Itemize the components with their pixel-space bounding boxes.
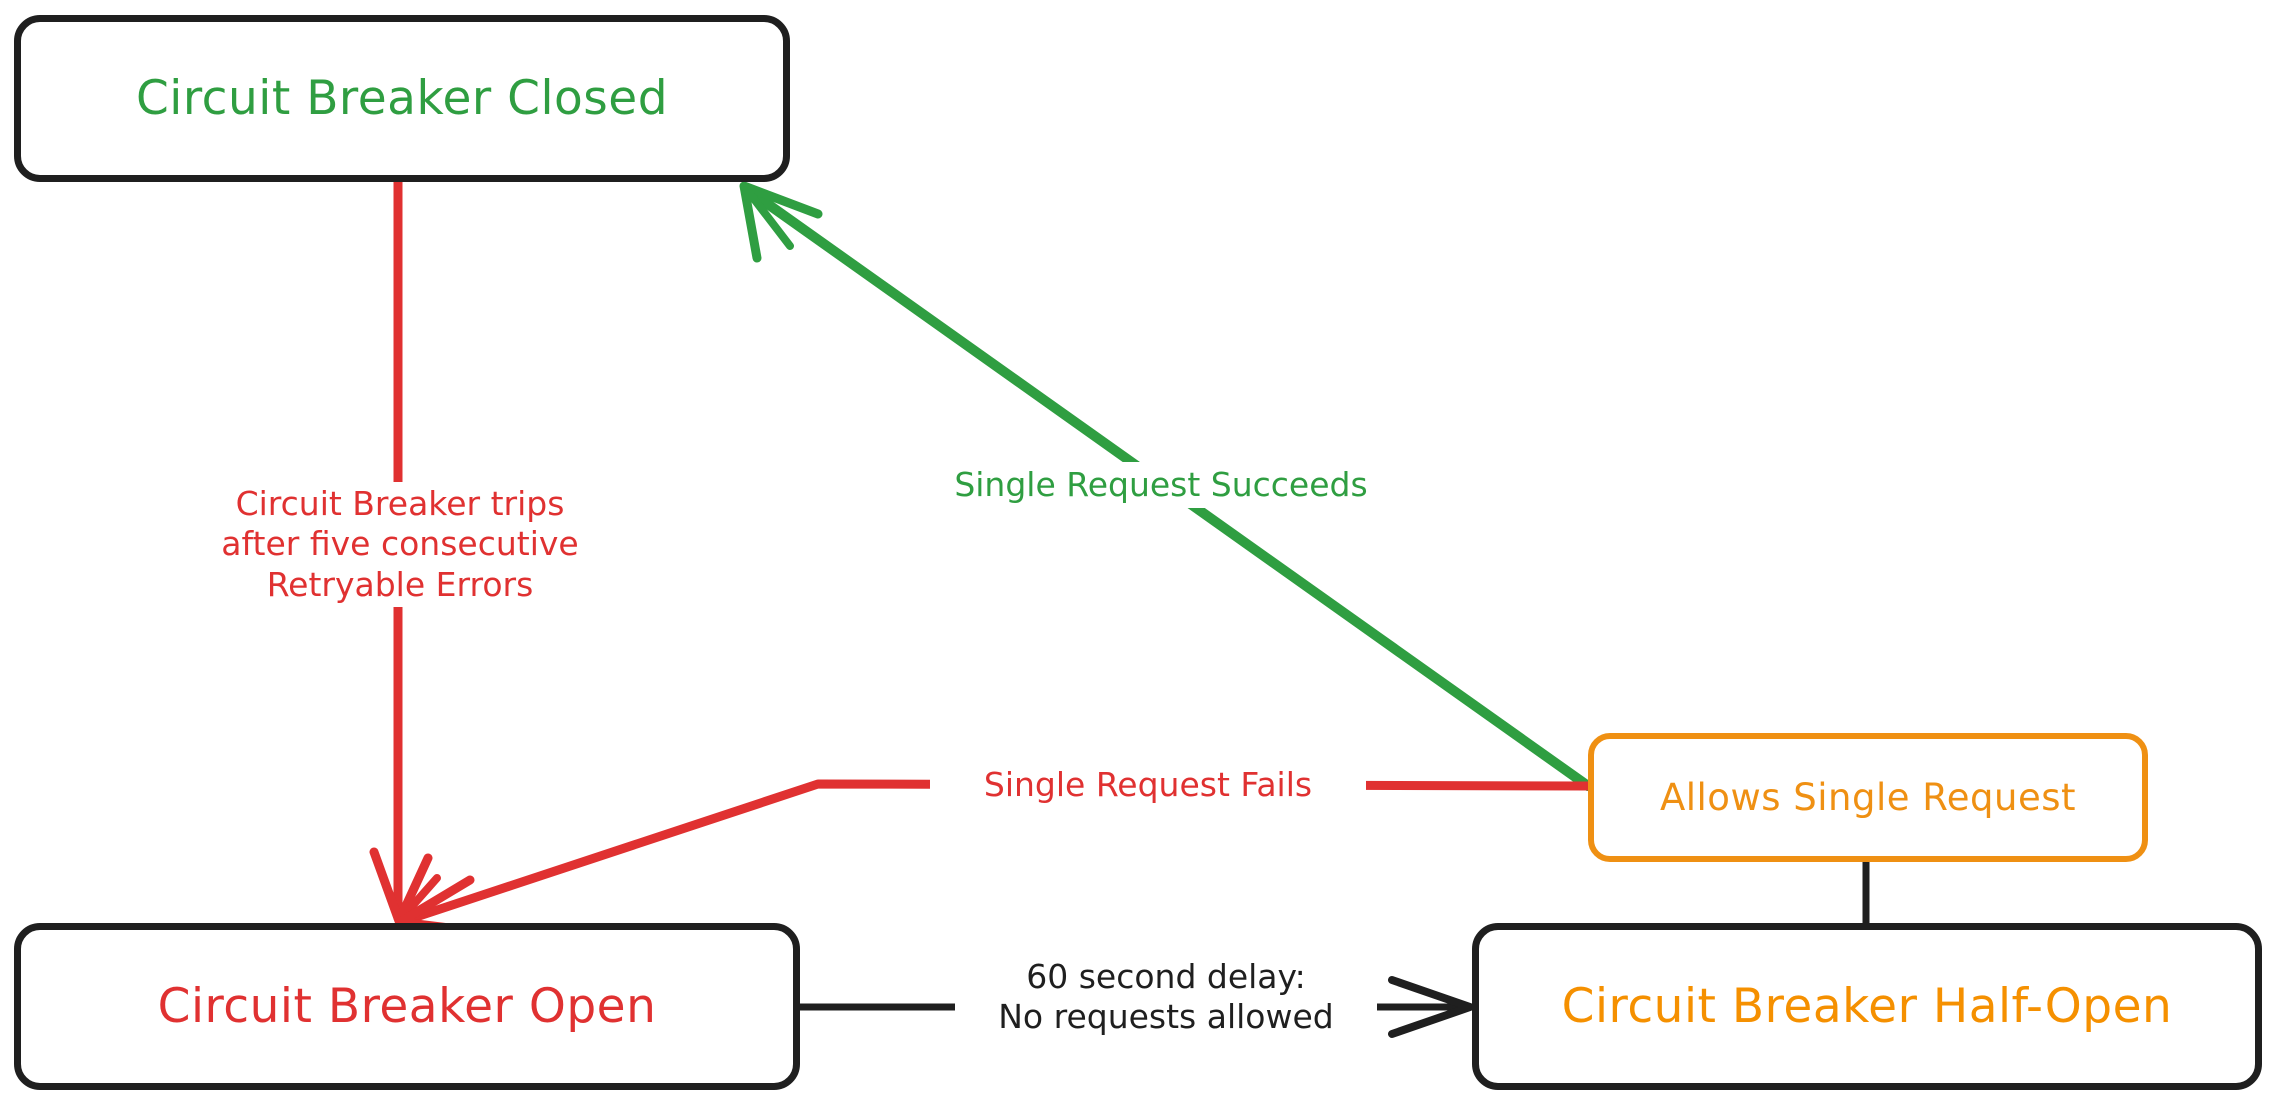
node-label-halfopen: Circuit Breaker Half-Open [1561, 979, 2173, 1034]
edge-open-to-halfopen [796, 976, 1474, 1038]
edge-closed-to-open [369, 177, 441, 926]
node-allows-single-request[interactable]: Allows Single Request [1588, 733, 2148, 862]
node-label-closed: Circuit Breaker Closed [135, 71, 669, 126]
node-circuit-breaker-half-open[interactable]: Circuit Breaker Half-Open [1472, 923, 2262, 1090]
node-label-open: Circuit Breaker Open [157, 979, 657, 1034]
edge-allows-to-closed [739, 181, 1593, 791]
node-circuit-breaker-closed[interactable]: Circuit Breaker Closed [14, 15, 790, 182]
edge-allows-to-open [395, 779, 1593, 937]
node-label-allows: Allows Single Request [1659, 776, 2077, 819]
node-circuit-breaker-open[interactable]: Circuit Breaker Open [14, 923, 800, 1090]
